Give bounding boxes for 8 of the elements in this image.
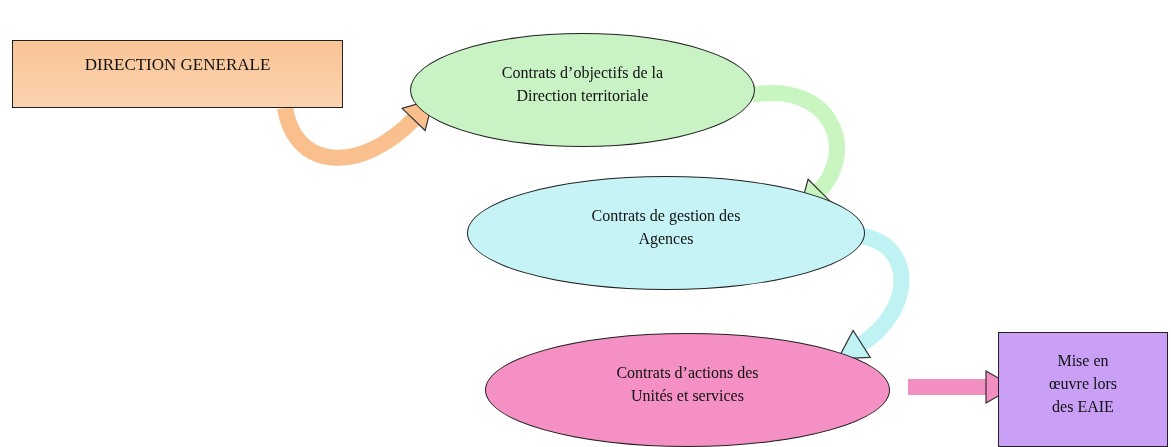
node-label: DIRECTION GENERALE	[84, 54, 271, 76]
node-label: Contrats d’actions des Unités et services	[615, 362, 760, 406]
process-box	[12, 40, 343, 108]
node-label: Mise en œuvre lors des EAIE	[1048, 350, 1118, 418]
node-label: Contrats de gestion des Agences	[590, 205, 742, 250]
curved-block-arrow	[838, 228, 910, 362]
node-label: Contrats d’objectifs de la Direction territoriale	[500, 62, 665, 106]
process-box	[998, 332, 1168, 447]
